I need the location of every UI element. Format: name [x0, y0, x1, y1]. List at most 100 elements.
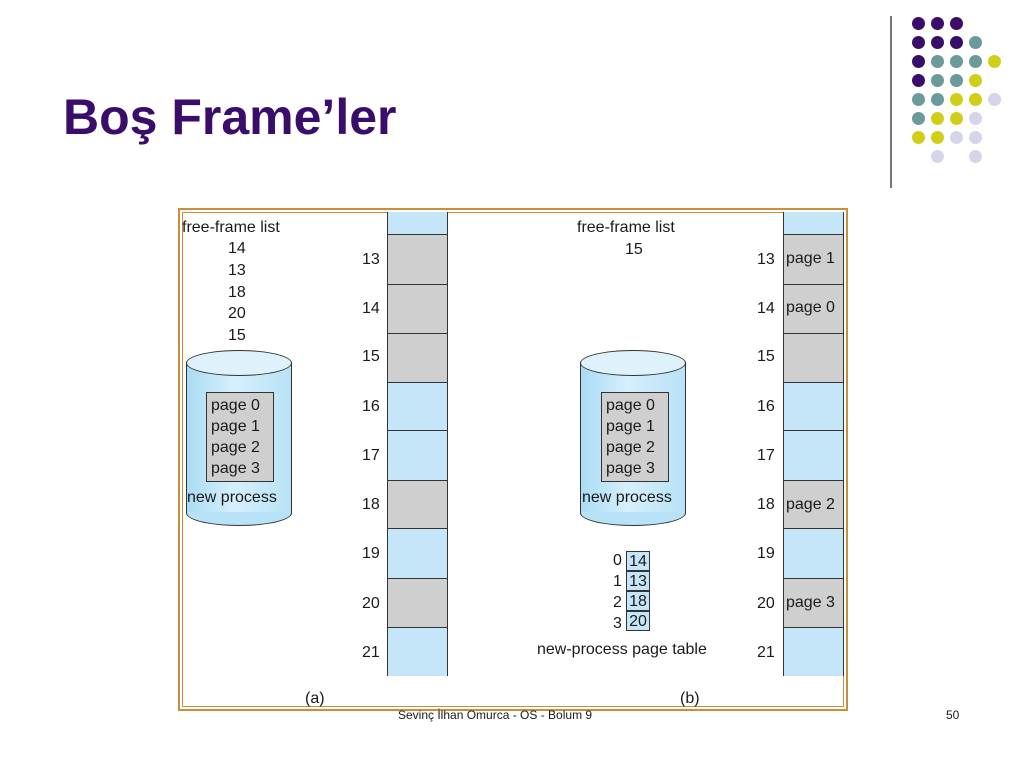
frame-number: 20 — [757, 595, 775, 612]
decorative-dot — [912, 55, 925, 68]
memory-frame-used — [388, 333, 447, 382]
disk-page-label: page 3 — [606, 460, 655, 477]
decorative-dot — [969, 36, 982, 49]
memory-frame-free — [388, 382, 447, 430]
decorative-dot — [969, 55, 982, 68]
frame-number: 15 — [362, 348, 380, 365]
frame-number: 13 — [362, 251, 380, 268]
frame-number: 21 — [362, 644, 380, 661]
disk-page-label: page 0 — [211, 397, 260, 414]
decorative-dot — [950, 17, 963, 30]
decorative-dot — [950, 112, 963, 125]
memory-frame-partial-top — [388, 212, 447, 234]
slide-footer: Sevinç İlhan Omurca - OS - Bolum 9 — [398, 708, 593, 722]
title-divider — [890, 16, 892, 188]
decorative-dot — [931, 93, 944, 106]
slide-number: 50 — [946, 708, 960, 722]
frame-number: 17 — [362, 447, 380, 464]
disk-page-label: page 1 — [606, 418, 655, 435]
memory-frame-used: page 0 — [784, 284, 843, 333]
memory-frame-used — [784, 333, 843, 382]
decorative-dot — [969, 93, 982, 106]
disk-page-label: page 0 — [606, 397, 655, 414]
memory-frame-free — [784, 430, 843, 480]
decorative-dot — [950, 36, 963, 49]
page-table-index: 2 — [613, 594, 622, 611]
decorative-dot — [988, 93, 1001, 106]
frame-number: 13 — [757, 251, 775, 268]
decorative-dot — [912, 74, 925, 87]
disk-page-label: page 2 — [606, 439, 655, 456]
page-table-index: 1 — [613, 573, 622, 590]
memory-frame-used: page 3 — [784, 578, 843, 627]
memory-frame-free — [388, 480, 447, 528]
page-table-frame-cell: 13 — [626, 571, 650, 591]
decorative-dot — [912, 17, 925, 30]
page-table-frame-cell: 14 — [626, 551, 650, 571]
frame-number: 15 — [757, 348, 775, 365]
decorative-dot — [931, 150, 944, 163]
new-process-label: new process — [582, 489, 672, 506]
disk-page-label: page 2 — [211, 439, 260, 456]
decorative-dot — [969, 74, 982, 87]
memory-frame-free — [388, 578, 447, 627]
physical-memory-column — [387, 212, 448, 676]
memory-frame-partial-top — [784, 212, 843, 234]
free-frame-list-item: 20 — [228, 305, 246, 322]
decorative-dot — [988, 55, 1001, 68]
disk-page-label: page 1 — [211, 418, 260, 435]
frame-number: 16 — [757, 398, 775, 415]
decorative-dot — [950, 55, 963, 68]
free-frame-list-item: 13 — [228, 262, 246, 279]
frame-number: 19 — [757, 545, 775, 562]
decorative-dot — [912, 112, 925, 125]
frame-number: 17 — [757, 447, 775, 464]
frame-number: 16 — [362, 398, 380, 415]
decorative-dot — [931, 131, 944, 144]
memory-frame-content: page 0 — [786, 299, 835, 316]
decorative-dot — [969, 150, 982, 163]
free-frame-list-item: 15 — [625, 241, 643, 258]
frame-number: 14 — [757, 300, 775, 317]
decorative-dot — [912, 36, 925, 49]
frame-number: 18 — [757, 496, 775, 513]
page-table-index: 0 — [613, 552, 622, 569]
memory-frame-content: page 2 — [786, 496, 835, 513]
new-process-label: new process — [187, 489, 277, 506]
memory-frame-free — [784, 627, 843, 676]
free-frame-list-item: 15 — [228, 327, 246, 344]
caption-b: (b) — [680, 690, 700, 707]
cylinder-top — [186, 350, 292, 376]
memory-frame-used — [388, 284, 447, 333]
memory-frame-free — [388, 627, 447, 676]
memory-frame-free — [388, 430, 447, 480]
memory-frame-content: page 1 — [786, 250, 835, 267]
disk-page-label: page 3 — [211, 460, 260, 477]
decorative-dot — [912, 131, 925, 144]
decorative-dot — [931, 55, 944, 68]
frame-number: 21 — [757, 644, 775, 661]
memory-frame-free — [784, 528, 843, 578]
frame-number: 20 — [362, 595, 380, 612]
caption-a: (a) — [305, 690, 325, 707]
frame-number: 18 — [362, 496, 380, 513]
free-frame-list-item: 18 — [228, 284, 246, 301]
physical-memory-column: page 1 page 0 page 2 page 3 — [783, 212, 844, 676]
free-frame-list-label: free-frame list — [182, 219, 280, 236]
decorative-dot — [950, 74, 963, 87]
page-table-label: new-process page table — [537, 641, 707, 658]
decorative-dot — [931, 74, 944, 87]
process-pages-box: page 0 page 1 page 2 page 3 — [206, 392, 274, 482]
slide-title: Boş Frame’ler — [63, 89, 397, 145]
cylinder-top — [580, 350, 686, 376]
decorative-dot — [931, 112, 944, 125]
decorative-dot — [931, 36, 944, 49]
page-table-index: 3 — [613, 615, 622, 632]
memory-frame-used: page 2 — [784, 480, 843, 528]
memory-frame-content: page 3 — [786, 594, 835, 611]
free-frame-list-item: 14 — [228, 240, 246, 257]
decorative-dot — [969, 131, 982, 144]
free-frames-figure: free-frame list 14 13 18 20 15 page 0 pa… — [178, 208, 848, 711]
page-table-frame-cell: 18 — [626, 591, 650, 611]
decorative-dot — [969, 112, 982, 125]
